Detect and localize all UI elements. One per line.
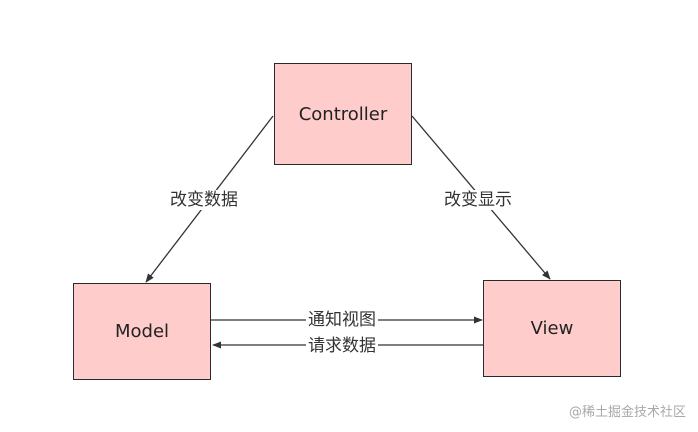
controller-label: Controller <box>298 103 388 125</box>
edge-label-change-display: 改变显示 <box>442 190 514 210</box>
model-node: Model <box>73 283 211 380</box>
view-node: View <box>483 280 621 377</box>
watermark: @稀土掘金技术社区 <box>568 405 686 420</box>
model-label: Model <box>114 321 170 342</box>
controller-node: Controller <box>274 63 412 165</box>
edge-label-request-data: 请求数据 <box>306 336 378 356</box>
edge-label-notify-view: 通知视图 <box>306 310 378 330</box>
edge-label-change-data: 改变数据 <box>168 190 240 210</box>
view-label: View <box>530 318 574 339</box>
